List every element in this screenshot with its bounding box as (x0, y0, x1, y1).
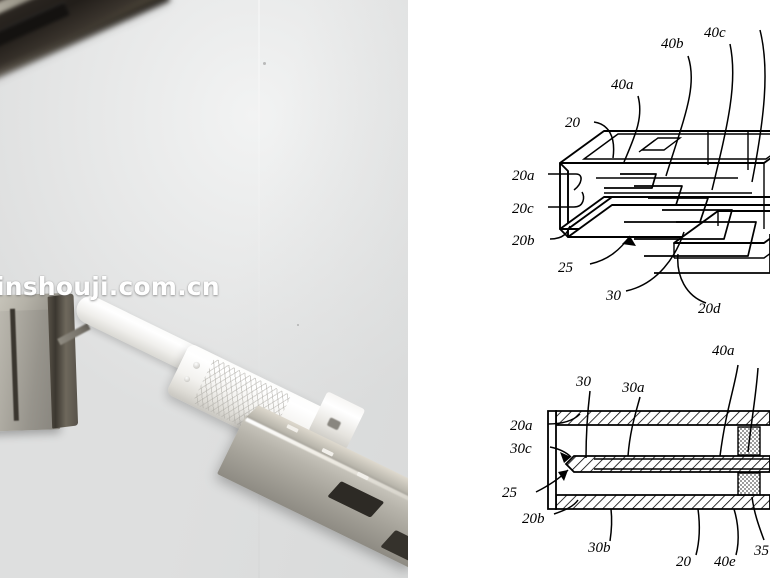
ref-label-40b: 40b (661, 36, 684, 52)
arrowhead-25-lower (558, 470, 568, 481)
ref-label-30-lower: 30 (575, 374, 592, 390)
product-photo: inshouji.com.cn (0, 0, 408, 578)
ref-label-20c: 20c (512, 201, 534, 217)
ref-label-20a: 20a (512, 168, 535, 184)
ref-label-20d: 20d (698, 301, 721, 317)
ref-label-40c: 40c (704, 25, 726, 41)
connector-hole (326, 417, 342, 431)
dust-speck (297, 324, 299, 326)
figure-perspective: 40a 40b 40c 20 20a 20c 20b 25 30 20d (512, 25, 770, 317)
contact-fingers (604, 173, 770, 274)
figure-cross-section: 40a 30 30a 20a 30c 25 20b 30b 20 40e 35 (502, 343, 770, 570)
arrowhead-25 (622, 236, 636, 246)
ref-label-30b: 30b (587, 540, 611, 556)
photo-background (0, 0, 408, 578)
patent-drawings: 40a 40b 40c 20 20a 20c 20b 25 30 20d (408, 0, 770, 578)
ref-label-30a: 30a (621, 380, 645, 396)
shell-left-end (547, 410, 557, 510)
ref-label-20a-lower: 20a (510, 418, 533, 434)
connector-dimple (191, 360, 202, 371)
shell-side (47, 293, 79, 429)
ref-label-35: 35 (753, 543, 770, 559)
contact-carrier (564, 455, 770, 473)
ref-label-30: 30 (605, 288, 622, 304)
arrowhead-30c (560, 452, 571, 463)
ref-label-20b: 20b (512, 233, 535, 249)
shell-wall-bottom (555, 494, 770, 510)
ref-label-40a-lower: 40a (712, 343, 735, 359)
insert-lower (737, 472, 761, 496)
ref-label-25: 25 (558, 260, 574, 276)
dust-speck (263, 62, 266, 65)
ref-label-20-lower: 20 (676, 554, 692, 570)
photo-seam (258, 0, 260, 578)
ref-label-30c: 30c (509, 441, 532, 457)
ref-label-20: 20 (565, 115, 581, 131)
connector-dimple (183, 375, 192, 384)
ref-label-20b-lower: 20b (522, 511, 545, 527)
ref-label-25-lower: 25 (502, 485, 518, 501)
ref-label-40a: 40a (611, 77, 634, 93)
patent-figures-svg: 40a 40b 40c 20 20a 20c 20b 25 30 20d (502, 25, 770, 570)
ref-label-40e: 40e (714, 554, 736, 570)
